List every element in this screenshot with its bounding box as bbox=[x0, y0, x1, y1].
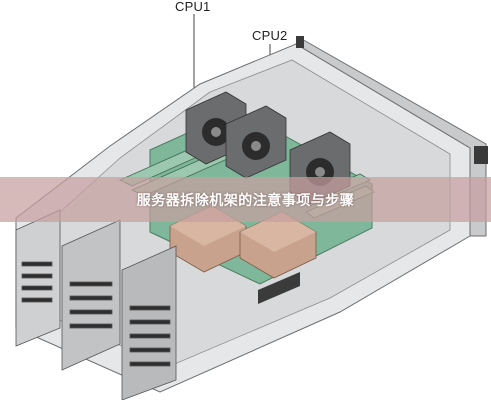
title-banner: 服务器拆除机架的注意事项与步骤 bbox=[0, 177, 491, 222]
cpu1-label: CPU1 bbox=[175, 0, 211, 14]
fan-modules bbox=[185, 91, 351, 205]
right-ear bbox=[474, 146, 488, 164]
drive-bays bbox=[15, 209, 177, 400]
side-handle bbox=[258, 272, 300, 304]
rear-bracket bbox=[296, 36, 304, 48]
banner-title: 服务器拆除机架的注意事项与步骤 bbox=[136, 192, 355, 209]
cpu2-label: CPU2 bbox=[252, 28, 288, 43]
fan-2 bbox=[225, 105, 287, 179]
